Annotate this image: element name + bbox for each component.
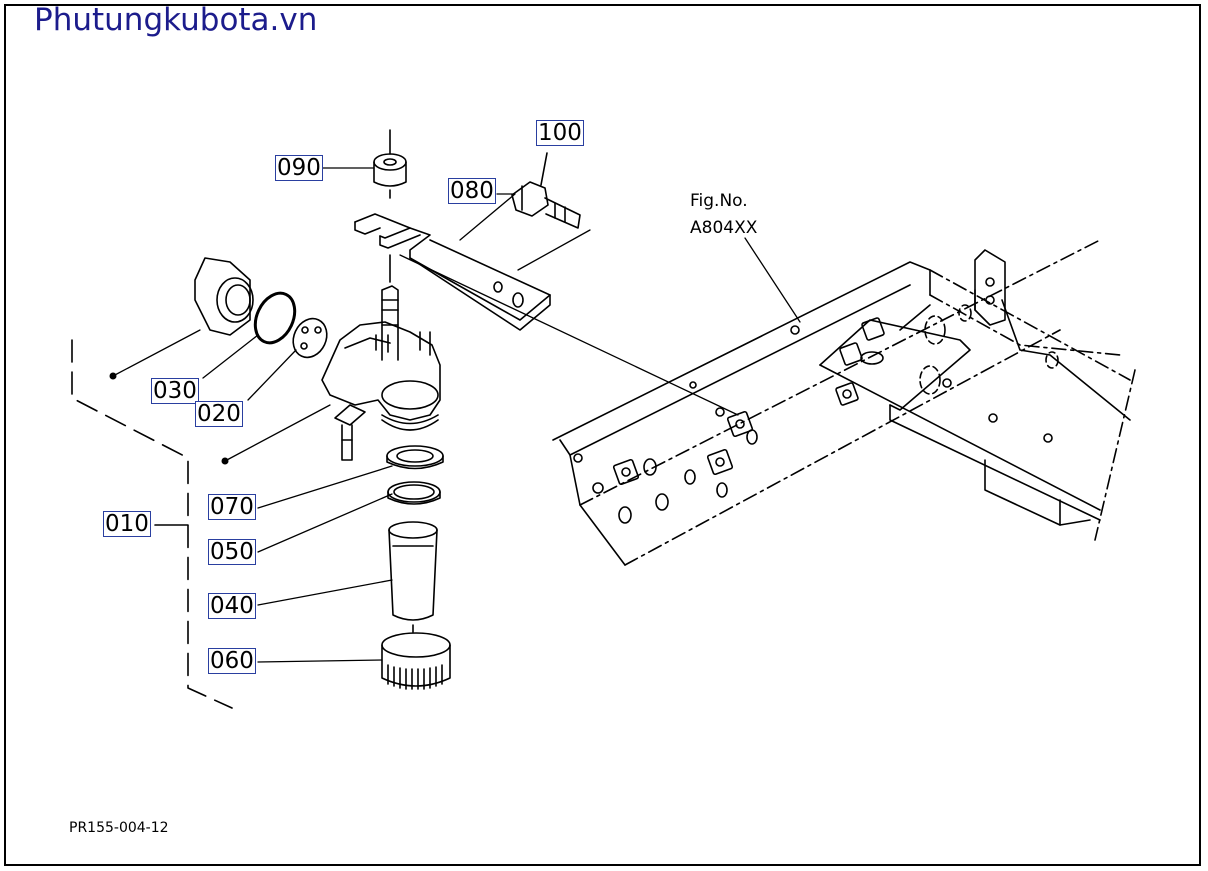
callout-020[interactable]: 020 [195, 401, 243, 427]
bolt-100 [511, 152, 581, 229]
callout-060[interactable]: 060 [208, 648, 256, 674]
chassis-frame [552, 239, 1136, 566]
callout-070[interactable]: 070 [208, 494, 256, 520]
ring-nut-060 [381, 632, 451, 690]
element-040 [388, 521, 438, 633]
figure-reference-label: Fig.No. [690, 191, 748, 211]
drawing-number: PR155-004-12 [69, 820, 169, 836]
gasket-050 [387, 481, 441, 505]
assembly-bracket [71, 339, 233, 709]
callout-080[interactable]: 080 [448, 178, 496, 204]
callout-040[interactable]: 040 [208, 593, 256, 619]
figure-reference-number: A804XX [690, 218, 758, 238]
callout-010[interactable]: 010 [103, 511, 151, 537]
union-fitting [194, 257, 254, 336]
site-watermark: Phutungkubota.vn [34, 2, 318, 38]
leader-lines [112, 167, 801, 663]
callout-050[interactable]: 050 [208, 539, 256, 565]
o-ring-030 [253, 291, 297, 345]
page-frame [4, 4, 1201, 866]
filter-head [321, 254, 441, 461]
callout-090[interactable]: 090 [275, 155, 323, 181]
callout-030[interactable]: 030 [151, 378, 199, 404]
nut-090 [373, 129, 407, 199]
disc-020 [292, 317, 328, 359]
seal-070 [386, 445, 444, 470]
callout-100[interactable]: 100 [536, 120, 584, 146]
bracket-080 [354, 213, 551, 331]
